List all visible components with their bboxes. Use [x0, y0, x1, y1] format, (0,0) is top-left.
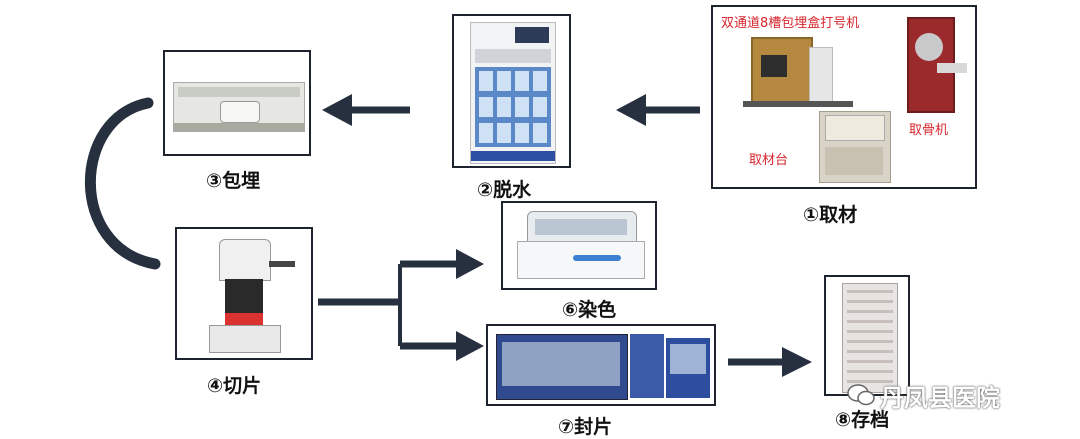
archive-box — [824, 275, 910, 396]
step-7-label: ⑦封片 — [558, 416, 613, 438]
step-2-label: ②脱水 — [477, 179, 532, 201]
step-8-label: ⑧存档 — [835, 409, 890, 431]
sectioning-box — [175, 227, 313, 360]
step-1-label: ①取材 — [803, 204, 858, 226]
wechat-icon — [847, 384, 875, 406]
embedding-box — [163, 50, 311, 156]
curve-3-to-4 — [84, 97, 161, 270]
arrow-7-to-8 — [728, 347, 812, 377]
step-6-label: ⑥染色 — [562, 299, 617, 321]
watermark-text: 丹凤县医院 — [880, 384, 1000, 412]
grossing-table-label: 取材台 — [749, 153, 789, 168]
slide-printer-label: 双通道8槽包埋盒打号机 — [721, 16, 860, 31]
coverslipper-image — [496, 334, 710, 400]
grossing-equipment-box: 双通道8槽包埋盒打号机 取骨机 取材台 — [711, 5, 977, 189]
tissue-processor-image — [470, 22, 556, 164]
arrow-2-to-3 — [322, 94, 410, 126]
bone-saw-label: 取骨机 — [909, 123, 949, 138]
step-4-label: ④切片 — [207, 375, 262, 397]
arrow-1-to-2 — [616, 94, 700, 126]
embedding-station-image — [173, 82, 305, 132]
archive-cabinet-image — [842, 283, 898, 393]
step-3-label: ③包埋 — [206, 170, 261, 192]
branch-4-to-6-7 — [318, 249, 484, 361]
stainer-image — [517, 211, 645, 279]
staining-box — [501, 201, 657, 290]
dehydration-box — [452, 14, 571, 168]
microtome-image — [205, 239, 295, 354]
coverslipping-box — [486, 324, 716, 406]
